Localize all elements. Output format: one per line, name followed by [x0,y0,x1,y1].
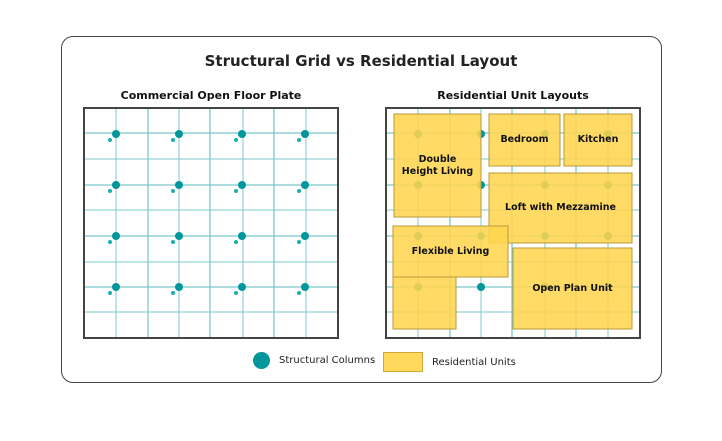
column-marker [234,189,238,193]
legend-units: Residential Units [383,352,516,372]
column-marker [108,138,112,142]
structural-column [112,130,120,138]
structural-column [301,283,309,291]
legend-units-label: Residential Units [432,356,516,368]
residential-floor-plate [385,107,641,339]
column-marker [234,291,238,295]
structural-column [175,283,183,291]
structural-column [301,181,309,189]
structural-column [238,130,246,138]
column-marker [171,291,175,295]
column-marker [108,240,112,244]
residential-unit [488,172,633,244]
column-marker [171,138,175,142]
column-marker [297,240,301,244]
plate-border [83,107,339,339]
structural-column [112,283,120,291]
plate-background [84,108,338,338]
unit-swatch [383,352,423,372]
structural-column [477,283,485,291]
structural-column [238,283,246,291]
column-marker [171,240,175,244]
column-marker [108,189,112,193]
structural-column [112,181,120,189]
commercial-floor-plate [83,107,339,339]
residential-unit [392,276,457,330]
structural-column [238,181,246,189]
unit-label-kitchen: Kitchen [577,134,619,145]
column-marker [297,291,301,295]
plate-border [385,107,641,339]
diagram-card [61,36,662,383]
column-marker [108,291,112,295]
residential-unit [393,113,482,218]
residential-unit [488,113,561,167]
structural-column [238,232,246,240]
column-marker [297,138,301,142]
right-panel-title: Residential Unit Layouts [437,89,589,102]
unit-label-flexible: Flexible Living [411,245,490,257]
unit-label-double-height: Double Height Living [401,153,474,177]
column-swatch [253,352,270,369]
residential-unit [563,113,633,167]
left-panel-title: Commercial Open Floor Plate [120,89,302,102]
legend-columns: Structural Columns [253,352,375,369]
column-marker [234,240,238,244]
legend-columns-label: Structural Columns [279,355,376,366]
structural-column [301,232,309,240]
structural-column [175,232,183,240]
residential-unit [512,247,633,330]
column-marker [234,138,238,142]
column-marker [297,189,301,193]
structural-column [175,181,183,189]
unit-label-bedroom: Bedroom [500,134,549,145]
column-marker [171,189,175,193]
residential-unit [392,225,509,278]
structural-column [301,130,309,138]
structural-column [175,130,183,138]
unit-label-open-plan: Open Plan Unit [532,282,613,294]
structural-column [112,232,120,240]
unit-label-loft: Loft with Mezzamine [505,202,616,213]
diagram-title: Structural Grid vs Residential Layout [204,52,518,70]
